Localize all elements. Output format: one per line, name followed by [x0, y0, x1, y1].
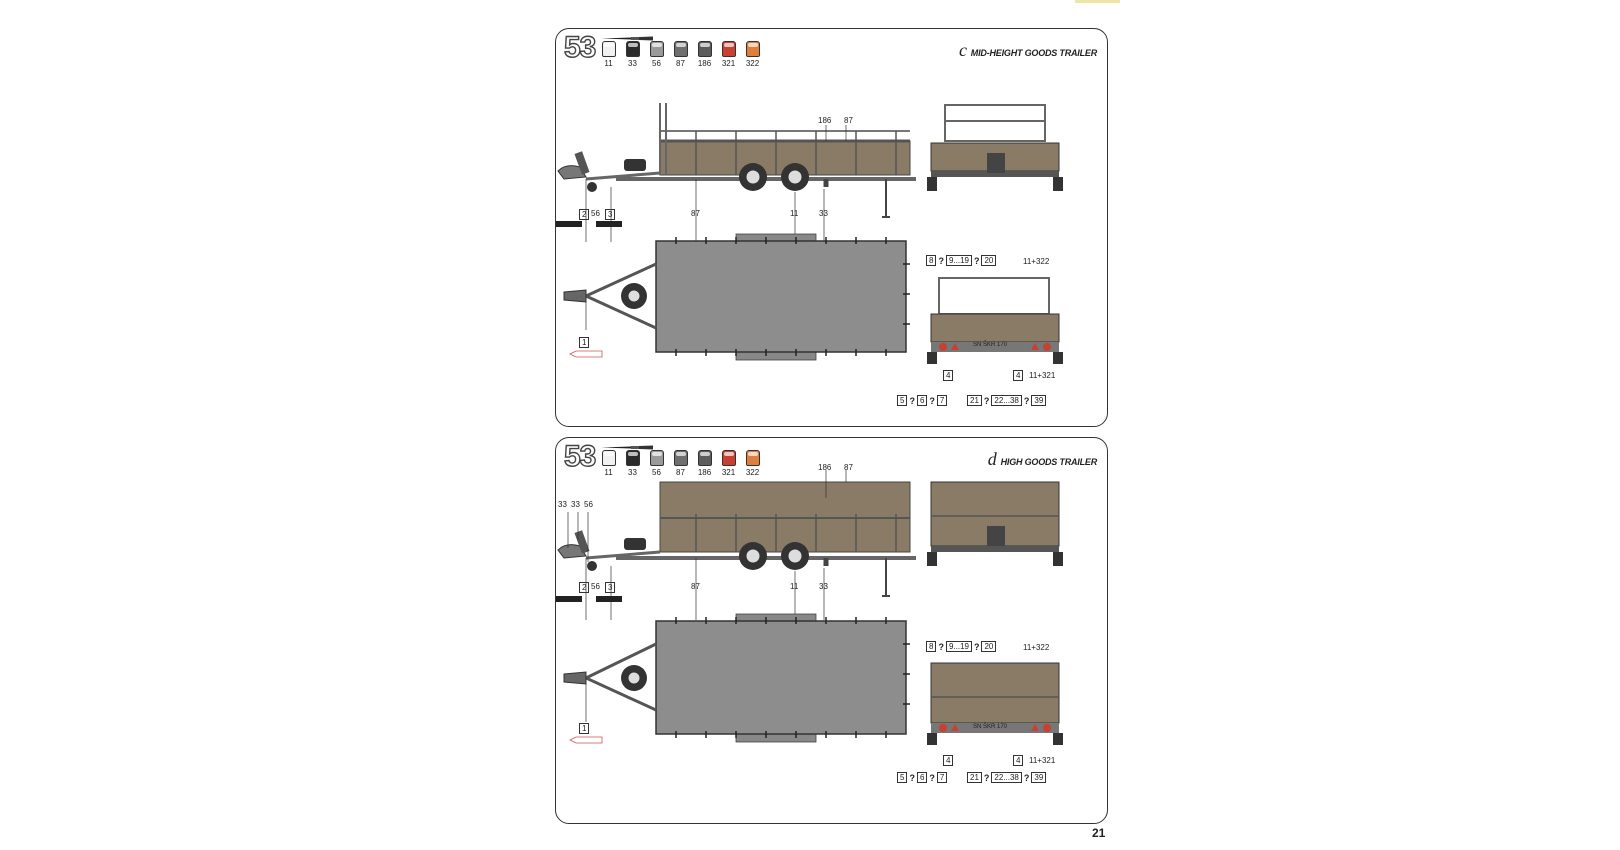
paint-jar: 87 [672, 41, 689, 68]
callout-box: 4 [943, 755, 954, 766]
brush-icon [601, 36, 653, 41]
paint-jar-icon [625, 450, 640, 466]
reference-chain: 21? 22...38? 39 [967, 395, 1047, 406]
callout-box: 2 [579, 582, 590, 593]
reference-chain: 5? 6? 7 [897, 772, 948, 783]
paint-jar: 11 [600, 450, 617, 477]
paint-jar: 11 [600, 41, 617, 68]
paint-list: 11 33 56 87 186 321 322 [600, 450, 761, 477]
trailer-top-view [563, 233, 910, 361]
arrow-decal-icon [569, 736, 603, 744]
callout-box: 4 [1013, 370, 1024, 381]
paint-jar: 322 [744, 450, 761, 477]
trailer-top-view [563, 613, 910, 743]
paint-jar: 33 [624, 450, 641, 477]
callout-box: 4 [1013, 755, 1024, 766]
reference-chain: 8? 9...19? 20 [926, 641, 997, 652]
trailer-rear-view-lower [927, 277, 1063, 364]
callout-box: 3 [605, 209, 616, 220]
paint-jar: 186 [696, 41, 713, 68]
callout-box: 3 [605, 582, 616, 593]
paint-jar: 321 [720, 41, 737, 68]
callout-box: 1 [579, 723, 590, 734]
page-number: 21 [1092, 826, 1106, 840]
arrow-decal-icon [569, 350, 603, 358]
reference-chain: 21? 22...38? 39 [967, 772, 1047, 783]
step-number: 53 [563, 30, 597, 64]
paint-jar-icon [625, 41, 640, 57]
trailer-rear-view-upper [927, 104, 1063, 191]
trailer-rear-view-lower [927, 662, 1063, 745]
paint-jar: 33 [624, 41, 641, 68]
paint-jar-icon [745, 450, 760, 466]
trailer-rear-view-upper [927, 481, 1063, 566]
callout-box: 4 [943, 370, 954, 381]
paint-jar: 186 [696, 450, 713, 477]
paint-jar-icon [601, 41, 616, 57]
reference-chain: 5? 6? 7 [897, 395, 948, 406]
step-number: 53 [563, 439, 597, 473]
reference-chain: 8? 9...19? 20 [926, 255, 997, 266]
paint-jar-icon [721, 450, 736, 466]
paint-jar: 87 [672, 450, 689, 477]
paint-jar: 56 [648, 450, 665, 477]
paint-jar-icon [601, 450, 616, 466]
paint-jar: 322 [744, 41, 761, 68]
trailer-side-view [557, 103, 916, 242]
top-edge-mark [1075, 0, 1120, 3]
paint-jar: 321 [720, 450, 737, 477]
brush-icon [601, 445, 653, 450]
paint-jar-icon [673, 41, 688, 57]
paint-jar: 56 [648, 41, 665, 68]
decal-strip-icon [556, 221, 622, 227]
paint-jar-icon [745, 41, 760, 57]
paint-jar-icon [649, 41, 664, 57]
paint-list: 11 33 56 87 186 321 322 [600, 41, 761, 68]
paint-jar-icon [721, 41, 736, 57]
paint-jar-icon [673, 450, 688, 466]
trailer-side-view [557, 470, 916, 620]
paint-jar-icon [649, 450, 664, 466]
callout-box: 1 [579, 337, 590, 348]
paint-jar-icon [697, 450, 712, 466]
callout-box: 2 [579, 209, 590, 220]
decal-strip-icon [556, 596, 622, 602]
paint-jar-icon [697, 41, 712, 57]
